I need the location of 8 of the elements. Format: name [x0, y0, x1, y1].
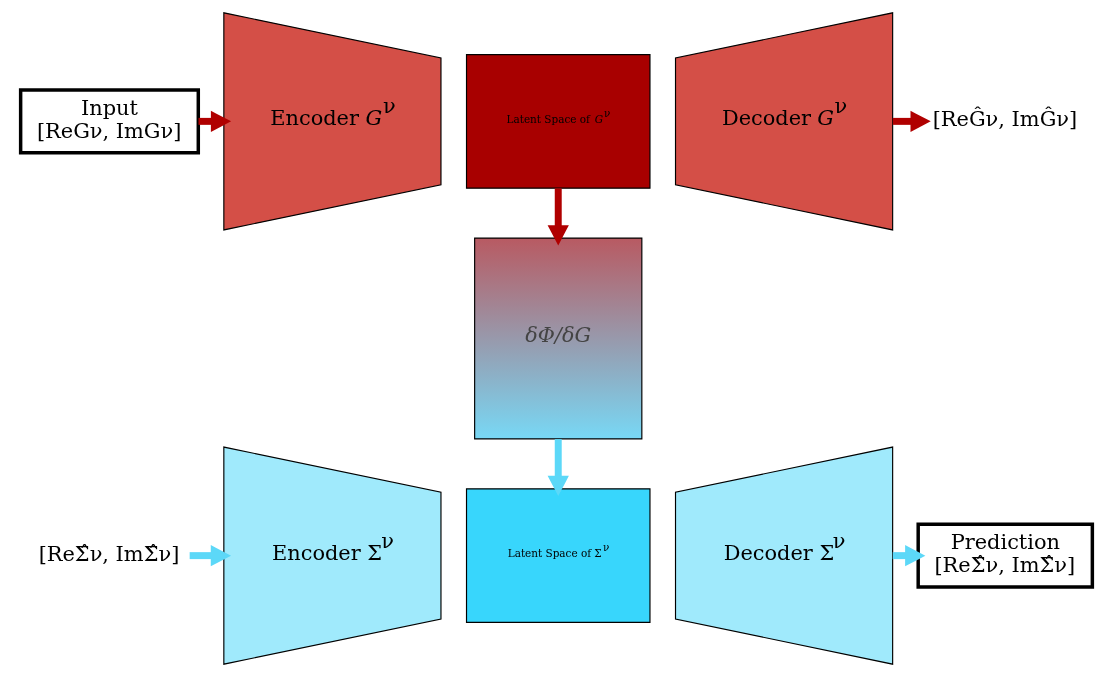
node-text: [ReΣ̂ν, ImΣ̂ν] — [38, 541, 179, 566]
node-box: δΦ/δG — [473, 237, 642, 440]
node-box: Prediction [ReΣ̂ν, ImΣ̂ν] — [915, 522, 1094, 589]
node-box: Input [ReGν, ImGν] — [18, 88, 200, 155]
arrow — [547, 439, 569, 497]
arrow — [547, 188, 569, 246]
arrow — [892, 110, 931, 132]
node-text: [ReĜν, ImĜν] — [932, 107, 1077, 132]
